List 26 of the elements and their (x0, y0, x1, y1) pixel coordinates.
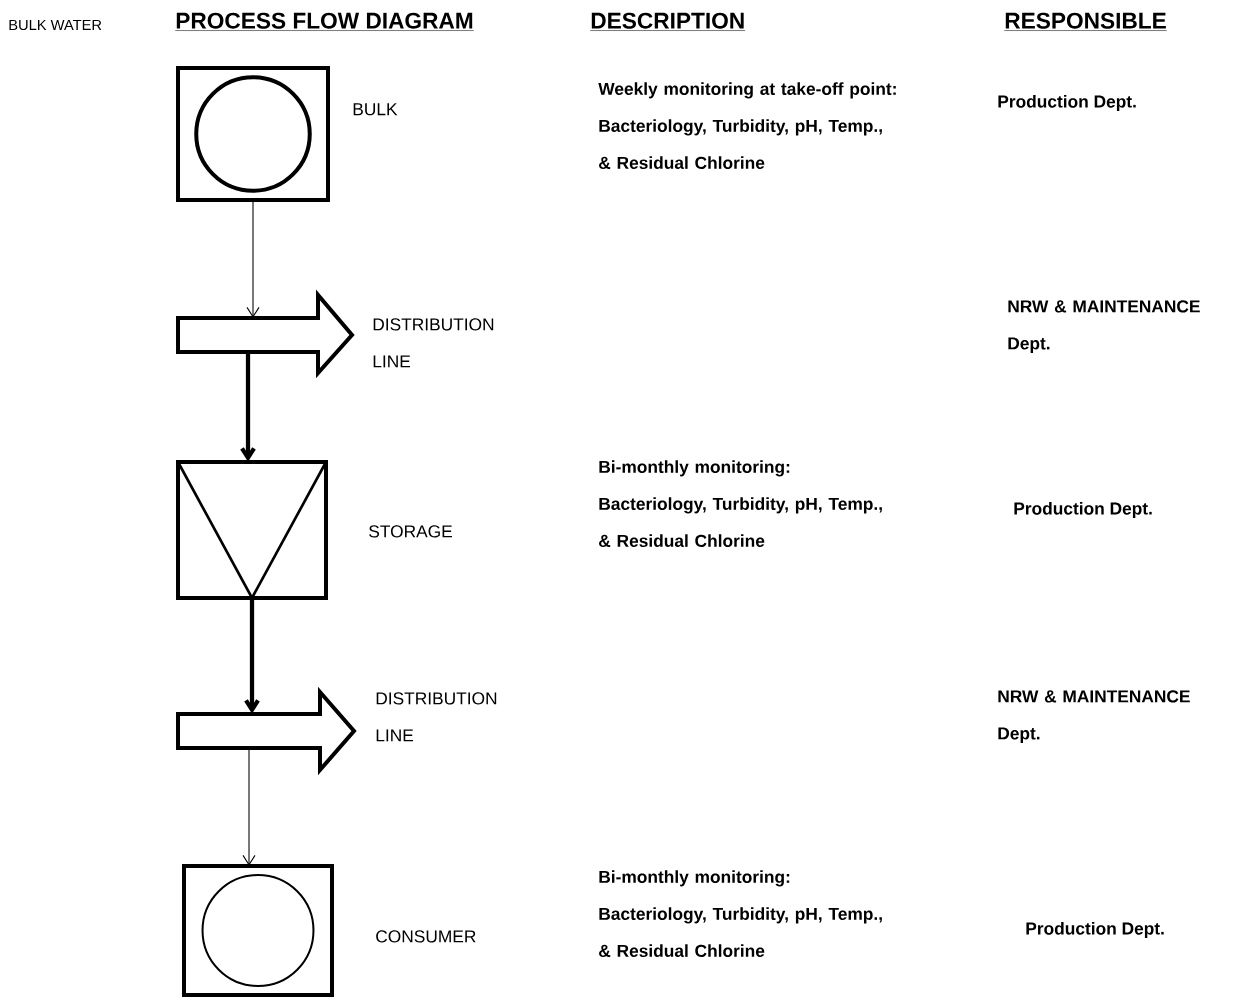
block-arrow-symbol (176, 686, 357, 776)
triangle-in-square-symbol (176, 460, 328, 601)
symbol-label: DISTRIBUTION LINE (373, 318, 494, 368)
circle-in-square-symbol (176, 66, 330, 202)
responsible-text: Production Dept. (1014, 501, 1152, 519)
responsible-text: Production Dept. (1026, 921, 1164, 939)
column-heading: RESPONSIBLE (1004, 12, 1167, 31)
arrow (246, 199, 260, 318)
column-heading: PROCESS FLOW DIAGRAM (175, 12, 474, 31)
responsible-text: Production Dept. (998, 94, 1136, 112)
arrow (242, 747, 256, 866)
responsible-text: NRW & MAINTENANCE Dept. (1008, 300, 1200, 353)
section-label: BULK WATER (9, 19, 102, 31)
block-arrow-symbol (176, 289, 355, 379)
arrow (244, 598, 260, 714)
symbol-label: BULK (353, 103, 398, 116)
arrow (240, 352, 256, 462)
circle-in-square-symbol (182, 864, 334, 997)
symbol-label: DISTRIBUTION LINE (376, 692, 497, 742)
description-text: Weekly monitoring at take-off point: Bacteriology, Turbidity, pH, Temp., & Residual Chlorine (598, 82, 896, 169)
description-text: Bi-monthly monitoring: Bacteriology, Turbidity, pH, Temp., & Residual Chlorine (599, 460, 882, 547)
column-heading: DESCRIPTION (590, 12, 746, 31)
symbol-label: CONSUMER (376, 930, 476, 943)
description-text: Bi-monthly monitoring: Bacteriology, Turbidity, pH, Temp., & Residual Chlorine (599, 870, 882, 957)
responsible-text: NRW & MAINTENANCE Dept. (998, 690, 1190, 743)
symbol-label: STORAGE (369, 525, 452, 538)
